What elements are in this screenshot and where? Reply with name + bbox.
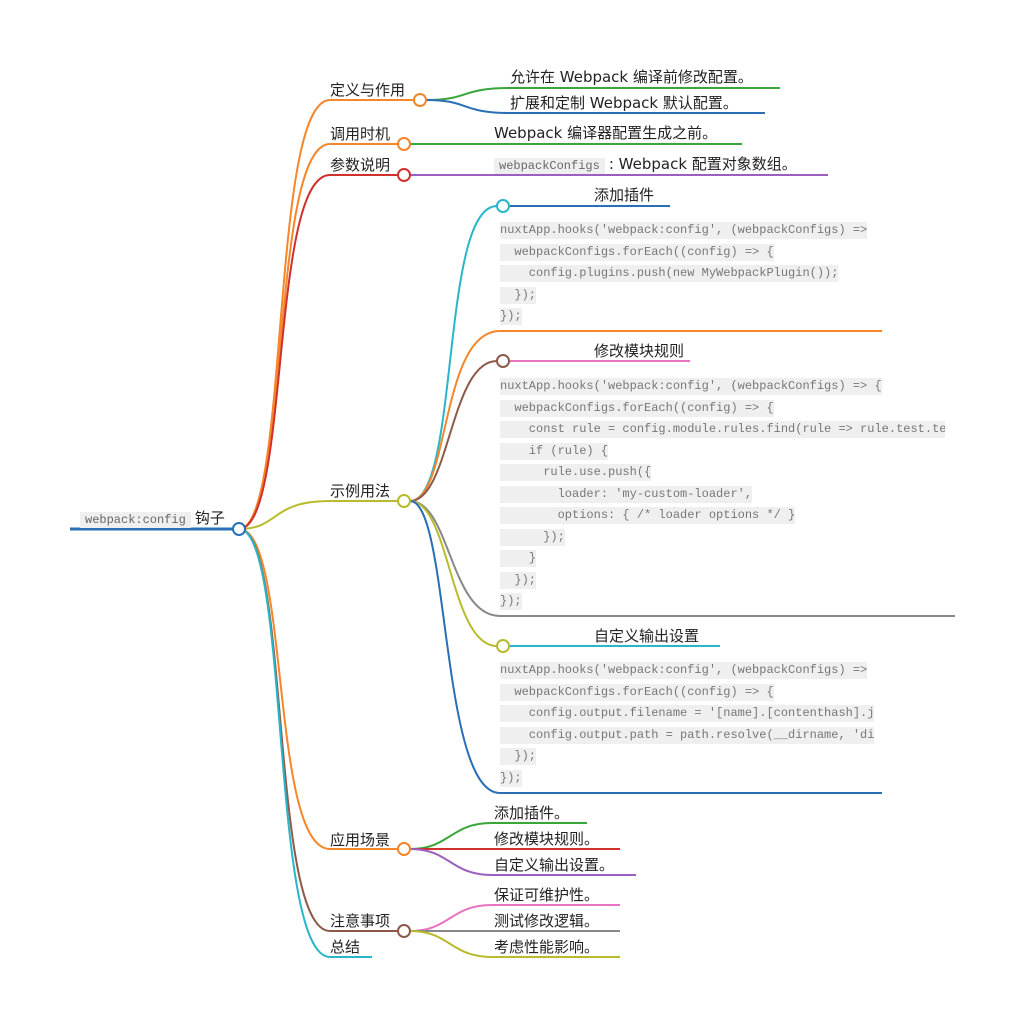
leaf[interactable]: 自定义输出设置。 [494,856,615,874]
node-params[interactable]: 参数说明 [330,156,391,174]
code-line: loader: 'my-custom-loader', [500,485,753,503]
leaf[interactable]: 测试修改逻辑。 [494,912,600,930]
leaf[interactable]: 扩展和定制 Webpack 默认配置。 [510,94,738,112]
code-line: } [500,550,537,567]
code-block: nuxtApp.hooks('webpack:config', (webpack… [500,222,868,330]
code-line: rule.use.push({ [500,464,652,481]
node-usage[interactable]: 示例用法 [330,482,391,500]
example-title[interactable]: 修改模块规则 [594,342,685,360]
code-line: config.plugins.push(new MyWebpackPlugin(… [500,265,839,282]
leaf[interactable]: Webpack 编译器配置生成之前。 [494,124,718,142]
root-label: 钩子 [194,509,225,527]
code-line: webpackConfigs.forEach((config) => { [500,399,774,417]
param-text: : Webpack 配置对象数组。 [608,155,797,173]
code-line: }); [500,769,522,787]
code-block: nuxtApp.hooks('webpack:config', (webpack… [500,662,875,791]
root-code: webpack:config [80,512,191,528]
leaf[interactable]: 考虑性能影响。 [494,938,600,956]
node-definition[interactable]: 定义与作用 [330,81,406,99]
code-line: config.output.filename = '[name].[conten… [500,705,875,722]
param-code: webpackConfigs [494,158,605,174]
leaf[interactable]: 添加插件。 [494,804,570,822]
code-line: webpackConfigs.forEach((config) => { [500,243,774,261]
code-block: nuxtApp.hooks('webpack:config', (webpack… [500,378,945,615]
example-title[interactable]: 添加插件 [594,186,655,204]
code-line: nuxtApp.hooks('webpack:config', (webpack… [500,378,882,395]
example-title[interactable]: 自定义输出设置 [594,627,700,645]
code-line: }); [500,286,537,304]
node-summary[interactable]: 总结 [330,938,361,956]
node-scenes[interactable]: 应用场景 [330,831,391,849]
code-line: webpackConfigs.forEach((config) => { [500,683,774,701]
code-line: nuxtApp.hooks('webpack:config', (webpack… [500,662,868,679]
leaf[interactable]: 修改模块规则。 [494,830,600,848]
leaf[interactable]: 保证可维护性。 [494,886,600,904]
node-timing[interactable]: 调用时机 [330,125,391,143]
code-line: }); [500,593,522,610]
code-line: config.output.path = path.resolve(__dirn… [500,726,875,744]
code-line: }); [500,748,537,765]
code-line: }); [500,528,565,546]
leaf-params[interactable]: webpackConfigs: Webpack 配置对象数组。 [494,155,797,175]
code-line: }); [500,308,522,325]
code-line: options: { /* loader options */ } [500,507,796,524]
code-line: if (rule) { [500,442,609,460]
code-line: nuxtApp.hooks('webpack:config', (webpack… [500,222,868,239]
code-line: const rule = config.module.rules.find(ru… [500,421,945,438]
leaf[interactable]: 允许在 Webpack 编译前修改配置。 [510,68,753,86]
code-line: }); [500,571,537,589]
node-notes[interactable]: 注意事项 [330,912,391,930]
